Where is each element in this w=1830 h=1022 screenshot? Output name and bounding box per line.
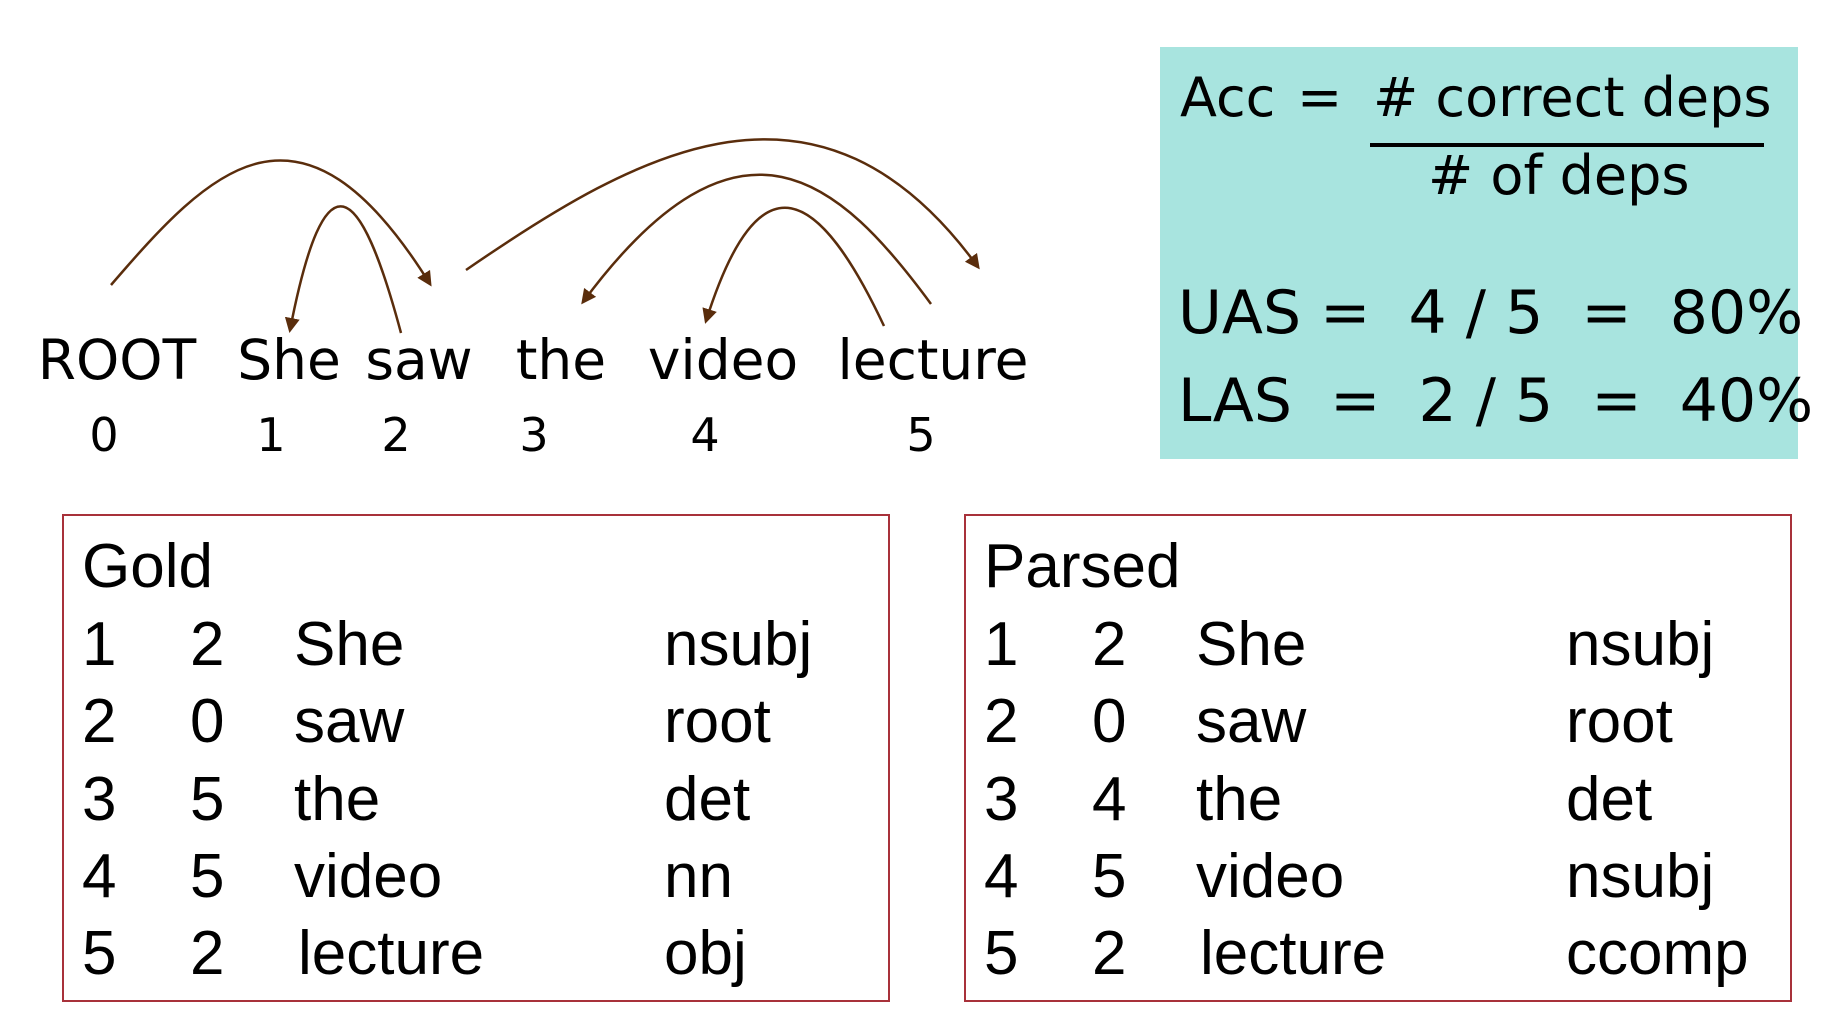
gold-row-3-head: 5 [190, 765, 225, 834]
gold-title: Gold [82, 532, 213, 601]
arc-saw-she [284, 205, 403, 334]
acc-label: Acc [1180, 66, 1276, 129]
parsed-row-3-label: det [1566, 765, 1653, 834]
uas-line: UAS = 4 / 5 = 80% [1178, 278, 1804, 348]
word-lecture: lecture [837, 328, 1029, 392]
word-root: ROOT [37, 328, 197, 392]
parsed-row-1-head: 2 [1092, 610, 1127, 679]
gold-row-1-head: 2 [190, 610, 225, 679]
index-1: 1 [256, 408, 286, 462]
gold-row-2-label: root [664, 687, 771, 756]
acc-denominator: # of deps [1428, 144, 1690, 207]
parsed-row-1-word: She [1196, 610, 1307, 679]
arc-lecture-the [581, 173, 933, 305]
parsed-row-1-dep: 1 [984, 610, 1019, 679]
gold-row-3-label: det [664, 765, 751, 834]
gold-row-1-label: nsubj [664, 610, 813, 679]
arc-lecture-video [702, 206, 886, 327]
gold-row-1-word: She [294, 610, 405, 679]
index-2: 2 [381, 408, 411, 462]
acc-equals: = [1297, 66, 1343, 129]
gold-row-2-head: 0 [190, 687, 225, 756]
parsed-row-1-label: nsubj [1566, 610, 1715, 679]
dependency-arcs [110, 138, 980, 334]
gold-row-5-dep: 5 [82, 919, 117, 988]
parsed-row-3-word: the [1196, 765, 1283, 834]
gold-row-3-word: the [294, 765, 381, 834]
index-0: 0 [89, 408, 119, 462]
acc-numerator: # correct deps [1373, 66, 1772, 129]
index-5: 5 [906, 408, 936, 462]
gold-row-5-head: 2 [190, 919, 225, 988]
gold-row-3-dep: 3 [82, 765, 117, 834]
gold-row-1-dep: 1 [82, 610, 117, 679]
gold-row-4-label: nn [664, 842, 733, 911]
gold-row-5-label: obj [664, 919, 747, 988]
fraction-line [1370, 143, 1764, 147]
parsed-row-4-word: video [1196, 842, 1345, 911]
parsed-row-5-dep: 5 [984, 919, 1019, 988]
index-4: 4 [690, 408, 720, 462]
gold-table: Gold 1 2 She nsubj 2 0 saw root 3 5 the … [62, 514, 890, 1002]
parsed-row-2-word: saw [1196, 687, 1307, 756]
word-video: video [647, 328, 799, 392]
las-line: LAS = 2 / 5 = 40% [1178, 366, 1814, 436]
parsed-row-3-head: 4 [1092, 765, 1127, 834]
gold-row-5-word: lecture [298, 919, 485, 988]
parsed-row-4-head: 5 [1092, 842, 1127, 911]
parsed-table: Parsed 1 2 She nsubj 2 0 saw root 3 4 th… [964, 514, 1792, 1002]
parsed-title: Parsed [984, 532, 1181, 601]
gold-row-4-word: video [294, 842, 443, 911]
gold-row-2-word: saw [294, 687, 405, 756]
accuracy-formula-box: Acc = # correct deps # of deps UAS = 4 /… [1160, 47, 1813, 459]
parsed-row-3-dep: 3 [984, 765, 1019, 834]
word-the: the [515, 328, 607, 392]
arc-saw-lecture [465, 138, 980, 272]
parsed-row-4-label: nsubj [1566, 842, 1715, 911]
word-she: She [237, 328, 341, 392]
parsed-row-5-label: ccomp [1566, 919, 1749, 988]
parsed-row-2-dep: 2 [984, 687, 1019, 756]
gold-row-4-head: 5 [190, 842, 225, 911]
parsed-row-5-word: lecture [1200, 919, 1387, 988]
gold-row-4-dep: 4 [82, 842, 117, 911]
arc-root-saw [110, 159, 432, 287]
parsed-row-2-head: 0 [1092, 687, 1127, 756]
parsed-row-4-dep: 4 [984, 842, 1019, 911]
gold-row-2-dep: 2 [82, 687, 117, 756]
parsed-row-5-head: 2 [1092, 919, 1127, 988]
word-saw: saw [365, 328, 473, 392]
index-3: 3 [519, 408, 549, 462]
parsed-row-2-label: root [1566, 687, 1673, 756]
